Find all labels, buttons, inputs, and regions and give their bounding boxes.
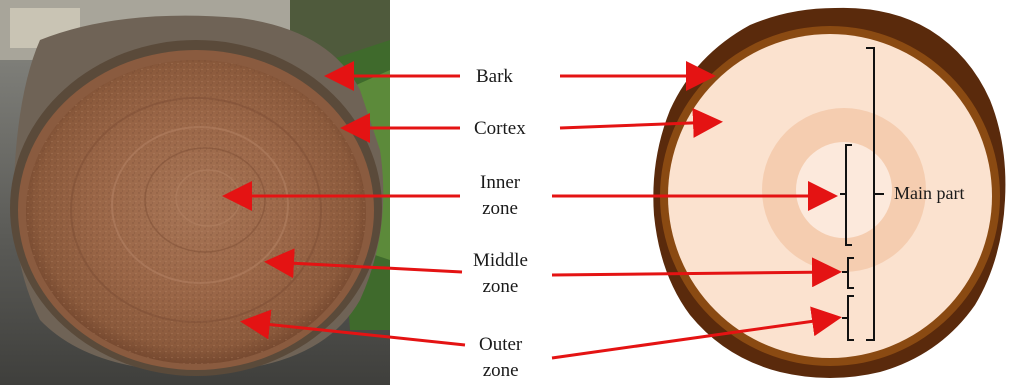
arrow-outer-left xyxy=(246,322,465,345)
label-inner-zone: Inner zone xyxy=(474,170,526,222)
arrow-outer-right xyxy=(552,318,836,358)
label-cortex-text: Cortex xyxy=(474,116,526,142)
label-middle-line1: Middle xyxy=(473,248,528,274)
bracket-outer-zone xyxy=(842,296,854,340)
label-bark-text: Bark xyxy=(476,64,513,90)
label-bark: Bark xyxy=(470,64,519,90)
label-middle-zone: Middle zone xyxy=(467,248,534,300)
bracket-main-part xyxy=(866,48,884,340)
label-inner-line2: zone xyxy=(480,196,520,222)
arrow-middle-left xyxy=(270,262,462,272)
arrow-cortex-right xyxy=(560,122,717,128)
label-inner-line1: Inner xyxy=(480,170,520,196)
arrow-middle-right xyxy=(552,272,836,275)
label-cortex: Cortex xyxy=(468,116,532,142)
label-main-part: Main part xyxy=(894,183,964,204)
label-outer-line2: zone xyxy=(479,358,522,384)
bracket-middle-zone xyxy=(842,258,854,288)
bracket-inner-zone xyxy=(840,145,852,245)
label-outer-line1: Outer xyxy=(479,332,522,358)
label-outer-zone: Outer zone xyxy=(473,332,528,384)
label-middle-line2: zone xyxy=(473,274,528,300)
